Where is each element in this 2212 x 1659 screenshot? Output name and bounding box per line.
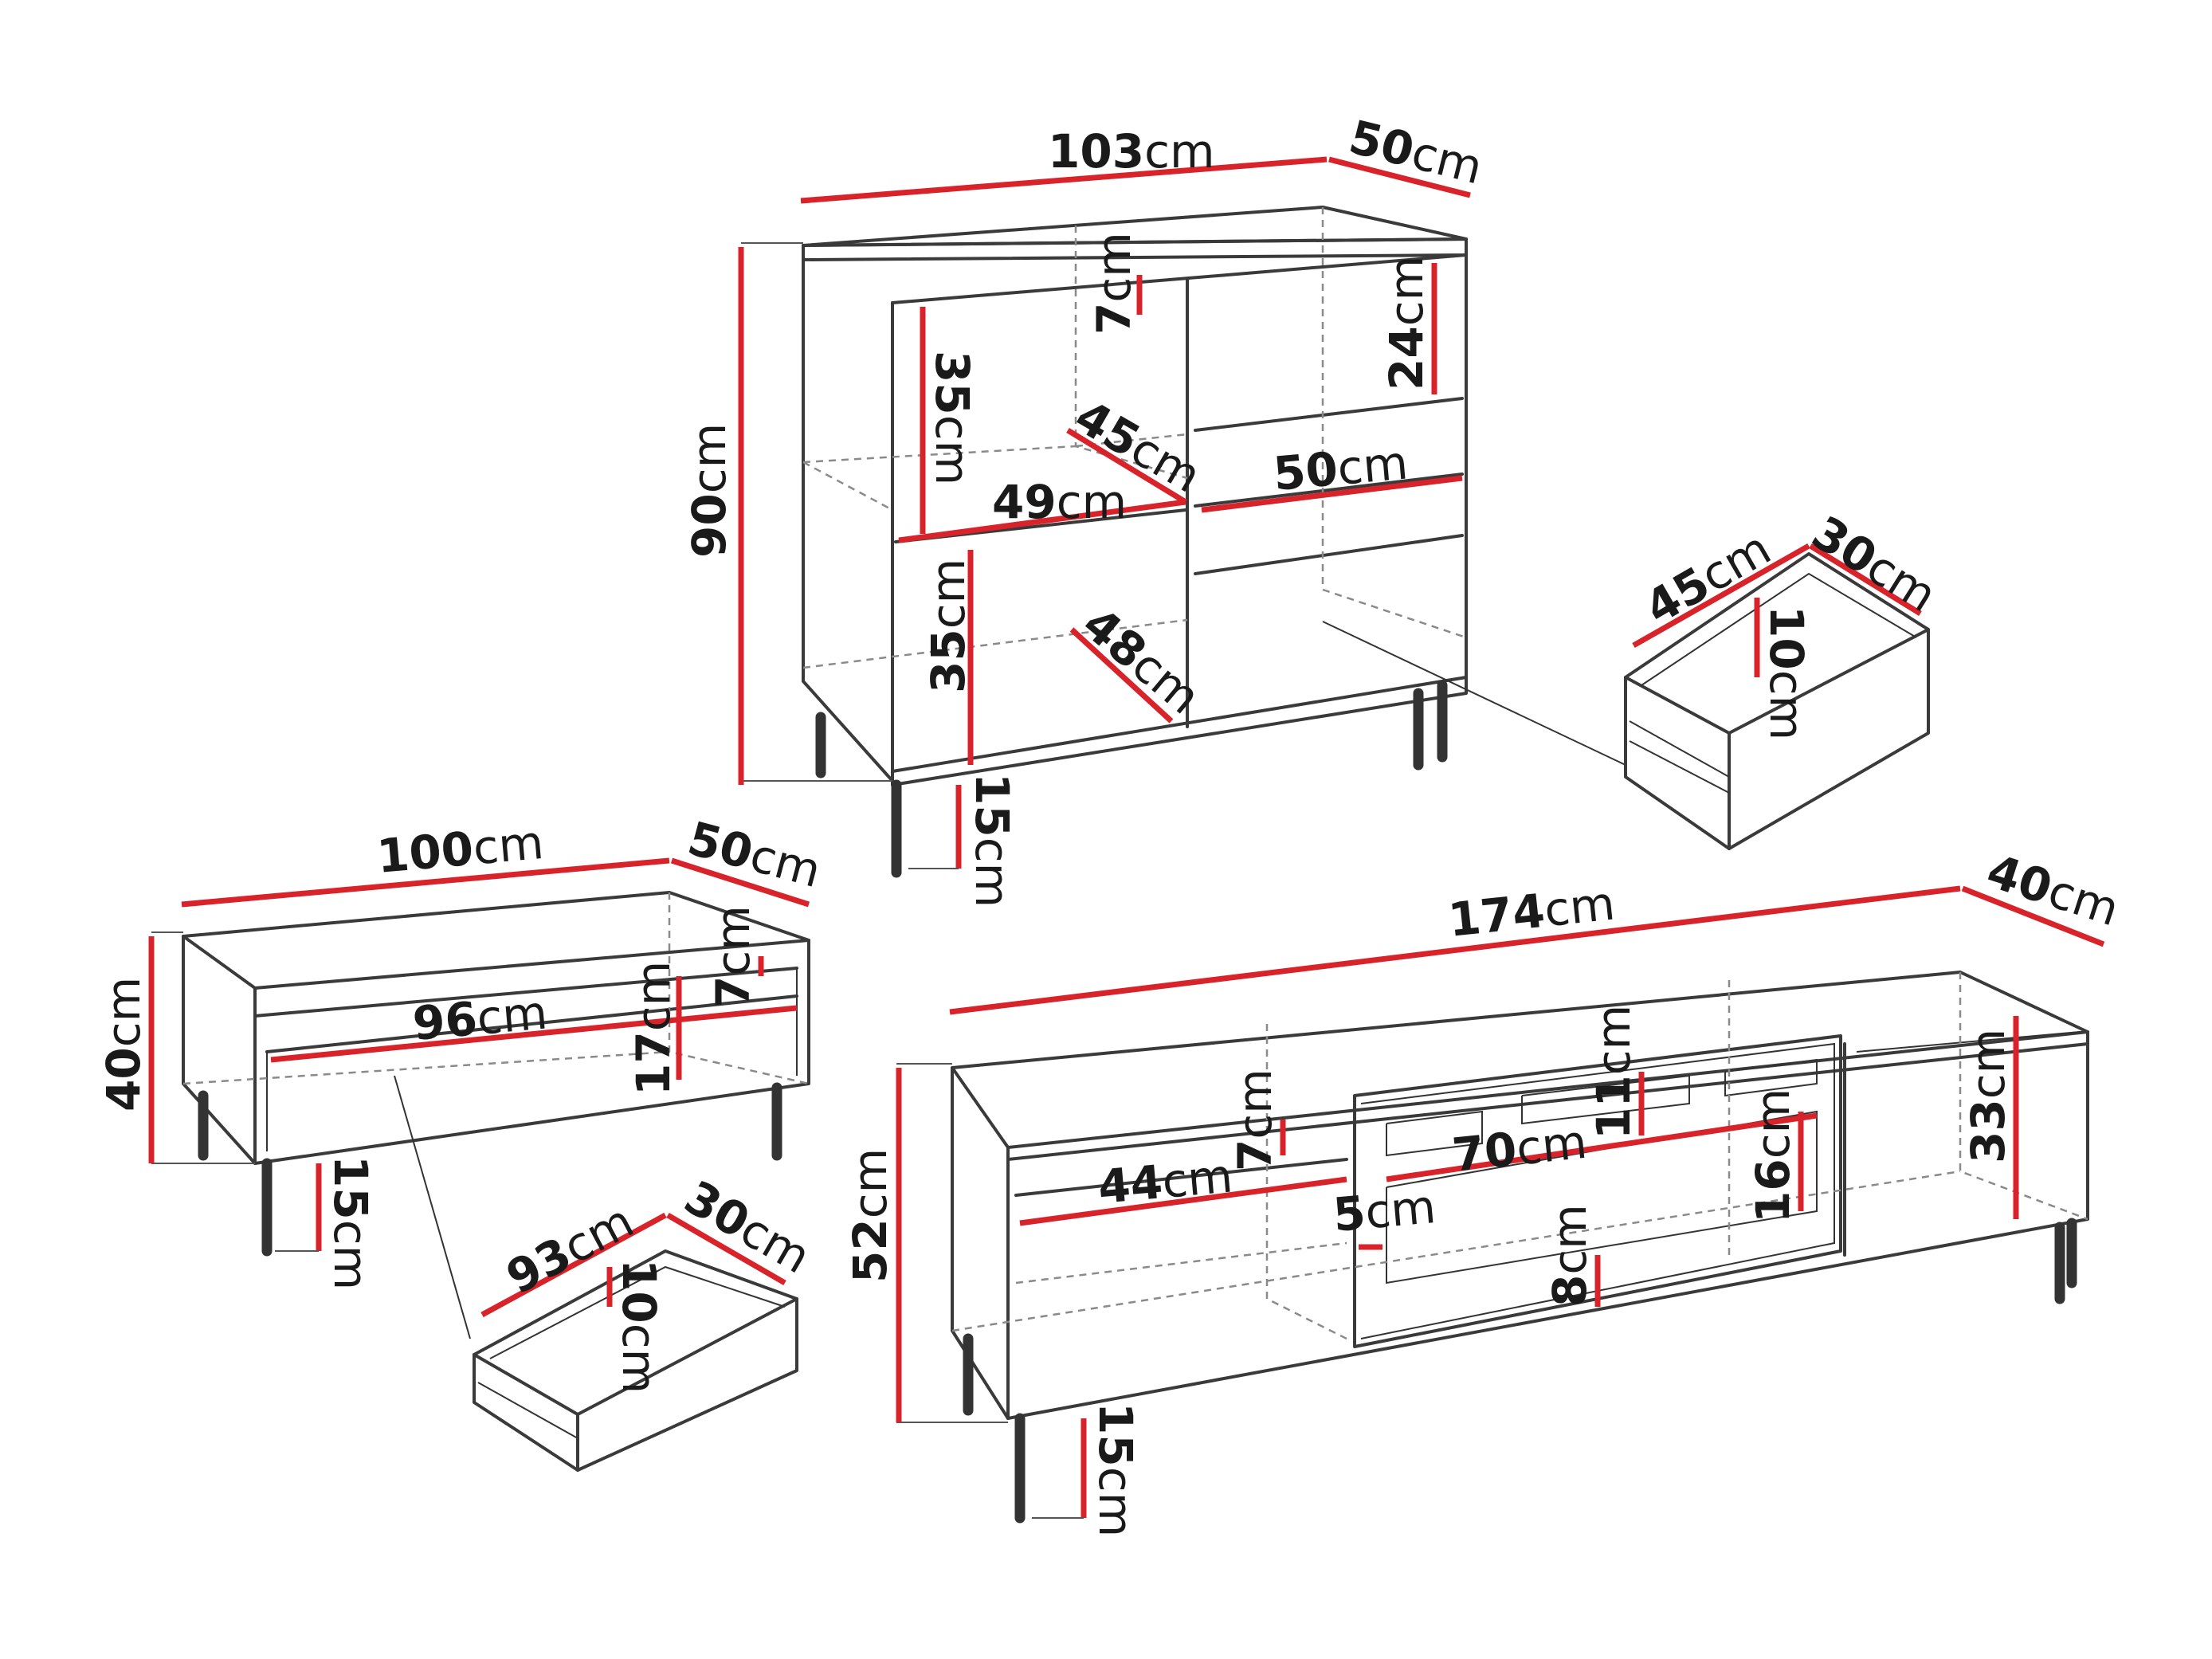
tv-stand-left-top-gap-label: 7cm	[1228, 1069, 1282, 1171]
sideboard-dimensions	[738, 156, 1471, 869]
sideboard-drawer-depth-label: 30cm	[1803, 505, 1946, 622]
coffee-table-top-gap-label: 7cm	[706, 905, 760, 1008]
coffee-table-drawer-drawing	[473, 1249, 798, 1472]
sideboard-drawing	[741, 206, 1626, 878]
coffee-table-drawer-height-label: 10cm	[612, 1259, 666, 1394]
tv-stand-drawing	[896, 971, 2089, 1524]
coffee-table-drawer-dimensions: 93cm 30cm 10cm	[480, 1170, 819, 1394]
tv-stand-center-width-label: 70cm	[1449, 1115, 1589, 1182]
sideboard-upper-compartment-label: 35cm	[925, 351, 979, 485]
coffee-table-drawer-height-label: 17cm	[626, 961, 680, 1096]
sideboard-lower-shelf-depth-label: 48cm	[1073, 597, 1210, 725]
sideboard-shelf-width-label: 49cm	[992, 475, 1127, 529]
coffee-table-drawer-width-label: 96cm	[410, 985, 549, 1050]
sideboard-shelf-width-line	[898, 499, 1186, 543]
tv-stand-right-compartment-label: 33cm	[1961, 1029, 2015, 1163]
tv-stand-center-bottom-label: 8cm	[1543, 1204, 1597, 1307]
coffee-table-width-label: 100cm	[375, 815, 546, 884]
coffee-table-dimensions: 100cm 50cm 40cm 96cm 7cm 17cm 15cm	[96, 811, 826, 1290]
sideboard-leg-height-label: 15cm	[965, 773, 1019, 908]
sideboard-drawer-drawing	[1624, 552, 1930, 850]
tv-stand-width-label: 174cm	[1445, 876, 1617, 947]
tv-stand-height-label: 52cm	[843, 1148, 897, 1283]
sideboard-lower-compartment-label: 35cm	[921, 559, 975, 693]
coffee-table-leg-height-label: 15cm	[324, 1155, 378, 1290]
sideboard-drawer-opening-label: 24cm	[1379, 256, 1433, 390]
sideboard-drawer-height-label: 10cm	[1759, 606, 1814, 740]
coffee-table-drawer-depth-label: 30cm	[676, 1170, 819, 1284]
sideboard-height-label: 90cm	[682, 423, 736, 558]
sideboard-lower-shelf-depth-line	[1069, 627, 1174, 724]
sideboard-drawer-width-label: 50cm	[1271, 435, 1410, 500]
tv-stand-center-slot-height-label: 11cm	[1586, 1005, 1641, 1139]
tv-stand-dimensions: 174cm 40cm 52cm 44cm 7cm 70cm 11cm 16cm …	[843, 844, 2126, 1537]
sideboard-top-gap-label: 7cm	[1087, 232, 1141, 335]
sideboard-drawer-width-line	[1201, 475, 1463, 513]
sideboard-shelf-depth-line	[1066, 428, 1187, 504]
sideboard-depth-line	[1328, 156, 1471, 198]
coffee-table-height-label: 40cm	[96, 977, 151, 1112]
tv-stand-leg-height-label: 15cm	[1088, 1402, 1143, 1537]
tv-stand-center-edge-label: 5cm	[1331, 1179, 1437, 1242]
sideboard-width-label: 103cm	[1048, 124, 1214, 178]
sideboard-width-line	[800, 156, 1328, 204]
tv-stand-left-shelf-width-label: 44cm	[1096, 1148, 1234, 1214]
tv-stand-center-height-label: 16cm	[1746, 1088, 1800, 1223]
coffee-table-drawing	[151, 891, 810, 1339]
